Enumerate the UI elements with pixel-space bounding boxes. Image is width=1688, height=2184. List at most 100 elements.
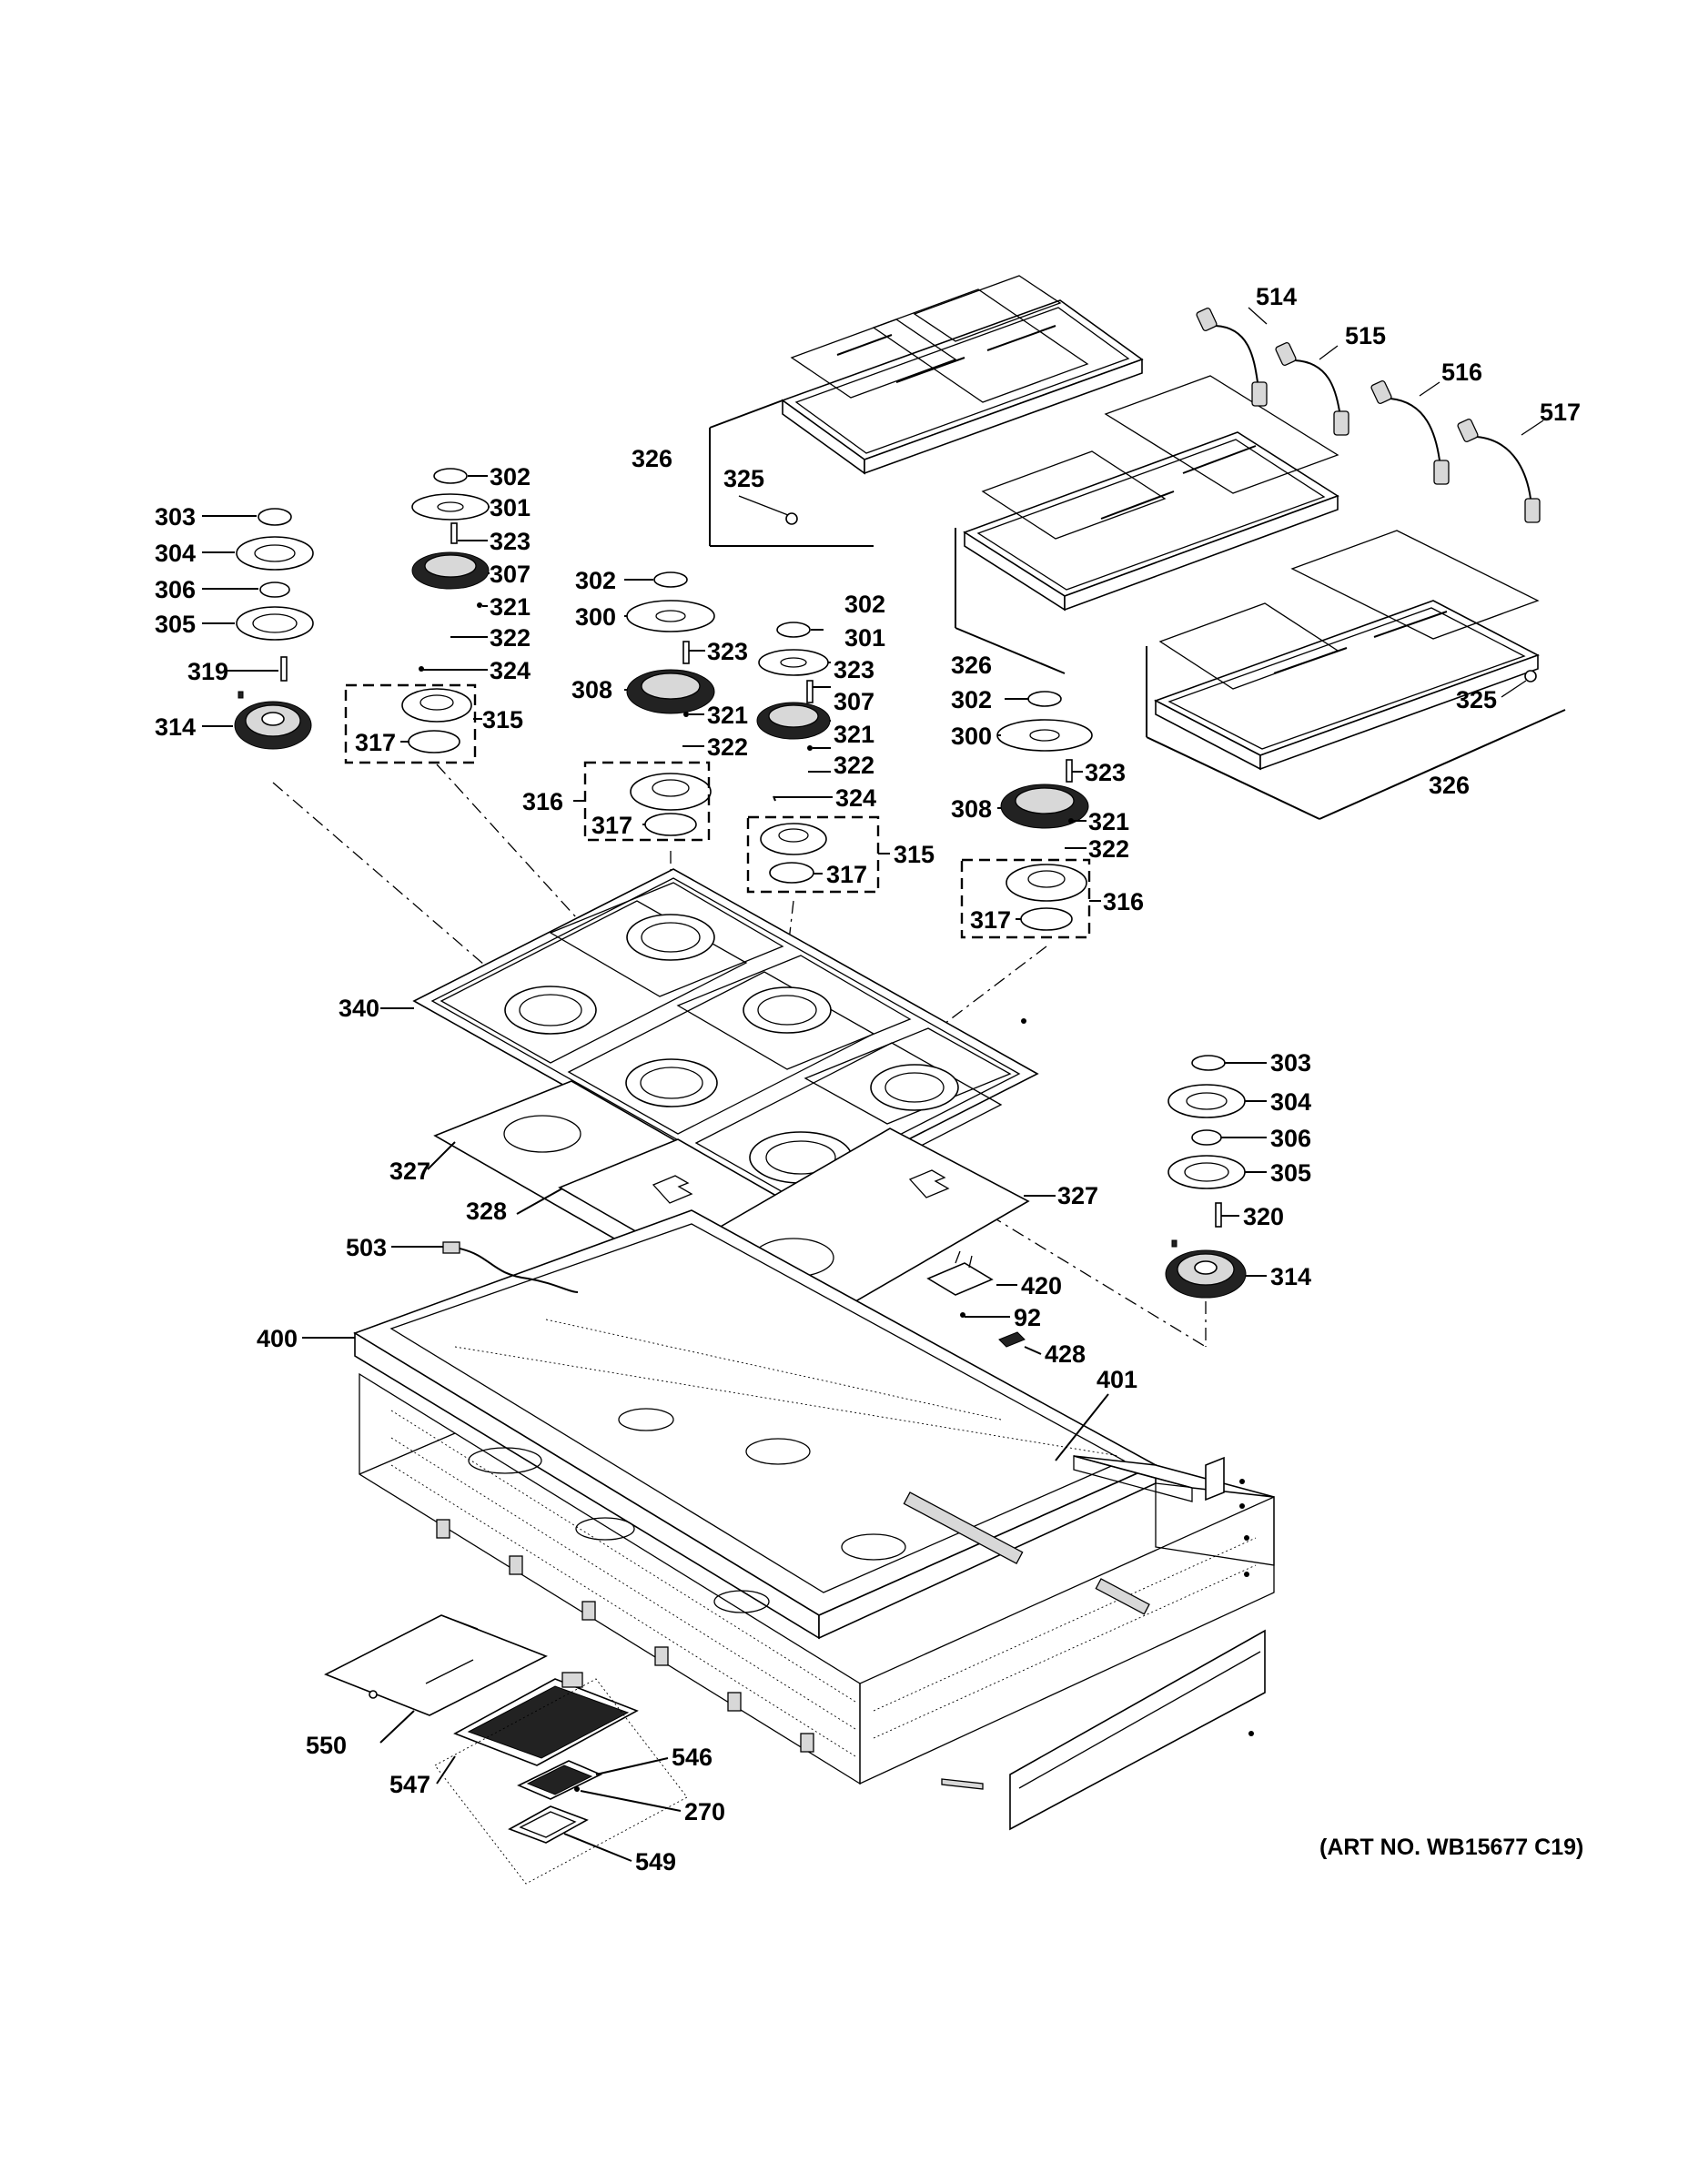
callout-326: 326 <box>1429 772 1470 799</box>
callout-503: 503 <box>346 1234 387 1261</box>
hose-515[interactable] <box>1275 341 1349 436</box>
callout-323: 323 <box>834 656 874 683</box>
callout-304: 304 <box>1270 1088 1311 1116</box>
callout-315: 315 <box>482 706 523 733</box>
callout-321: 321 <box>834 721 874 748</box>
callout-550: 550 <box>306 1732 347 1759</box>
burner-stack-right-large[interactable] <box>1165 1055 1247 1299</box>
callout-516: 516 <box>1441 359 1482 386</box>
callout-321: 321 <box>490 593 531 621</box>
callout-323: 323 <box>1085 759 1126 786</box>
burner-stack-left-large[interactable] <box>234 508 314 750</box>
callout-308: 308 <box>951 795 992 823</box>
board-546[interactable] <box>517 1760 602 1800</box>
callout-314: 314 <box>155 713 196 741</box>
connector-428[interactable] <box>998 1331 1026 1348</box>
callout-320: 320 <box>1243 1203 1284 1230</box>
front-brace[interactable] <box>941 1778 984 1790</box>
callout-400: 400 <box>257 1325 298 1352</box>
callout-307: 307 <box>490 561 531 588</box>
callout-92: 92 <box>1014 1304 1041 1331</box>
callout-302: 302 <box>951 686 992 713</box>
callout-270: 270 <box>684 1798 725 1825</box>
bracket-549[interactable] <box>508 1805 589 1844</box>
callout-300: 300 <box>951 723 992 750</box>
callout-303: 303 <box>155 503 196 531</box>
callout-322: 322 <box>707 733 748 761</box>
callout-317: 317 <box>970 906 1011 934</box>
callout-326: 326 <box>632 445 672 472</box>
callout-319: 319 <box>187 658 228 685</box>
callout-514: 514 <box>1256 283 1297 310</box>
spark-module-420[interactable] <box>926 1250 994 1296</box>
callout-316: 316 <box>522 788 563 815</box>
chassis-400[interactable] <box>353 1209 1275 1785</box>
shield-550[interactable] <box>324 1614 548 1716</box>
art-number: (ART NO. WB15677 C19) <box>1319 1835 1583 1860</box>
callout-300: 300 <box>575 603 616 631</box>
burner-stack-2[interactable] <box>401 468 490 753</box>
callout-340: 340 <box>339 995 379 1022</box>
callout-301: 301 <box>844 624 885 652</box>
assembly-box-315-center <box>746 815 880 894</box>
callout-321: 321 <box>1088 808 1129 835</box>
callout-324: 324 <box>490 657 531 684</box>
callout-428: 428 <box>1045 1340 1086 1368</box>
wire-harness-503[interactable] <box>442 1241 579 1293</box>
callout-307: 307 <box>834 688 874 715</box>
grate-right[interactable] <box>1154 530 1540 771</box>
callout-322: 322 <box>490 624 531 652</box>
callout-303: 303 <box>1270 1049 1311 1077</box>
screw-92[interactable] <box>960 1312 965 1318</box>
callout-302: 302 <box>575 567 616 594</box>
callout-302: 302 <box>490 463 531 490</box>
callout-325: 325 <box>723 465 764 492</box>
callout-317: 317 <box>826 861 867 888</box>
callout-316: 316 <box>1103 888 1144 915</box>
callout-323: 323 <box>707 638 748 665</box>
callout-301: 301 <box>490 494 531 521</box>
callout-labels: 303 304 306 305 319 314 302 301 323 307 … <box>155 283 1583 1876</box>
callout-328: 328 <box>466 1198 507 1225</box>
callout-306: 306 <box>155 576 196 603</box>
callout-322: 322 <box>1088 835 1129 863</box>
right-side-bracket[interactable] <box>1205 1456 1249 1577</box>
hose-514[interactable] <box>1196 307 1268 407</box>
callout-322: 322 <box>834 752 874 779</box>
callout-308: 308 <box>571 676 612 703</box>
callout-549: 549 <box>635 1848 676 1876</box>
hose-517[interactable] <box>1457 418 1541 523</box>
burner-stack-3[interactable] <box>626 571 715 836</box>
grate-top-middle[interactable] <box>963 375 1339 612</box>
callout-314: 314 <box>1270 1263 1311 1290</box>
callout-317: 317 <box>355 729 396 756</box>
callout-305: 305 <box>155 611 196 638</box>
callout-302: 302 <box>844 591 885 618</box>
callout-515: 515 <box>1345 322 1386 349</box>
callout-420: 420 <box>1021 1272 1062 1299</box>
spill-tray-340[interactable] <box>412 868 1039 1207</box>
control-board-547[interactable] <box>453 1672 639 1766</box>
callout-327: 327 <box>389 1158 430 1185</box>
callout-324: 324 <box>835 784 876 812</box>
callout-315: 315 <box>894 841 935 868</box>
callout-327: 327 <box>1057 1182 1098 1209</box>
grate-top-left[interactable] <box>781 275 1144 475</box>
callout-317: 317 <box>591 812 632 839</box>
hose-516[interactable] <box>1370 379 1450 485</box>
callout-325: 325 <box>1456 686 1497 713</box>
callout-323: 323 <box>490 528 531 555</box>
burner-stack-5[interactable] <box>996 691 1093 931</box>
callout-305: 305 <box>1270 1159 1311 1187</box>
callout-401: 401 <box>1097 1366 1137 1393</box>
callout-546: 546 <box>672 1744 713 1771</box>
callout-326: 326 <box>951 652 992 679</box>
callout-517: 517 <box>1540 399 1581 426</box>
front-trim-panel[interactable] <box>1009 1629 1266 1831</box>
callout-547: 547 <box>389 1771 430 1798</box>
screw-270[interactable] <box>574 1786 580 1792</box>
assembly-box-316-right <box>960 858 1091 939</box>
callout-304: 304 <box>155 540 196 567</box>
burner-stack-4[interactable] <box>756 622 831 884</box>
